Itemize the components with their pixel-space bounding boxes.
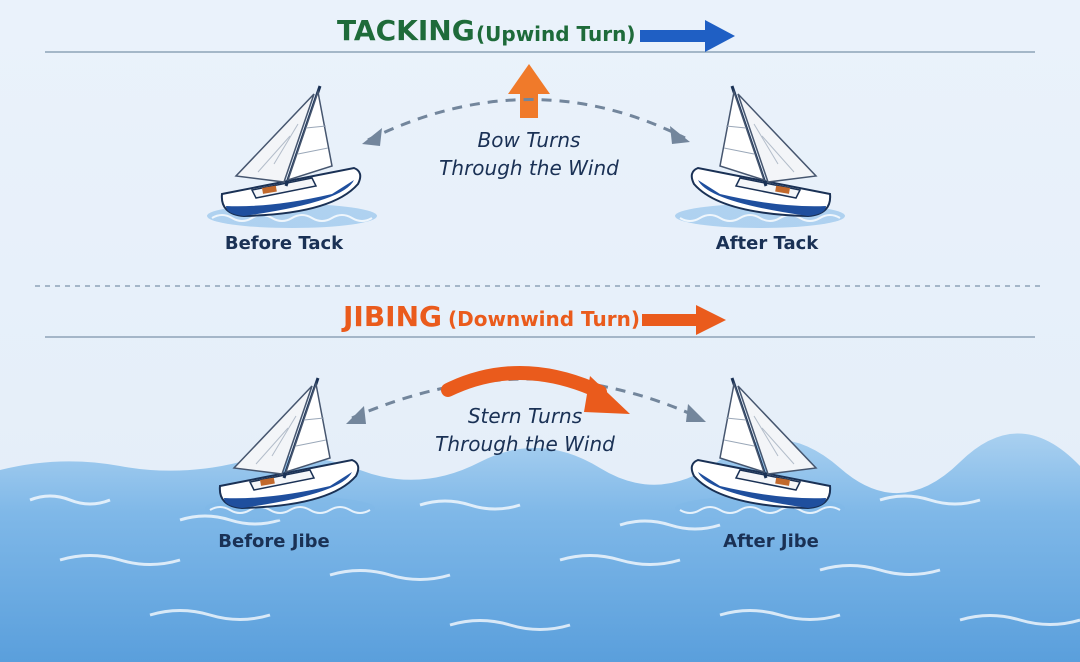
tacking-title: TACKING [337,14,475,47]
blue-right-arrow-icon [640,20,735,52]
before-tack-label: Before Tack [224,233,344,254]
jibe-arc-left-arrowhead-icon [346,406,366,424]
arc-right-arrowhead-icon [670,126,690,144]
tacking-caption-line1: Bow Turns [477,128,581,152]
jibing-caption-line2: Through the Wind [435,432,615,456]
tacking-subtitle: (Upwind Turn) [476,22,636,46]
wave-highlights [29,494,1080,631]
after-jibe-label: After Jibe [723,531,819,552]
jibing-subtitle: (Downwind Turn) [448,307,640,331]
tacking-caption-line2: Through the Wind [439,156,619,180]
jibing-title: JIBING [343,300,443,333]
jibing-caption: Stern Turns Through the Wind [435,402,615,458]
curved-orange-arrow-icon [441,366,630,414]
orange-right-arrow-icon [642,305,726,335]
arc-left-arrowhead-icon [362,128,382,146]
tacking-caption: Bow Turns Through the Wind [439,126,619,182]
before-jibe-label: Before Jibe [218,531,330,552]
jibing-caption-line1: Stern Turns [467,404,583,428]
jibe-arc-right-arrowhead-icon [686,404,706,422]
tacking-turn-arc [367,98,686,142]
after-tack-label: After Tack [715,233,819,254]
